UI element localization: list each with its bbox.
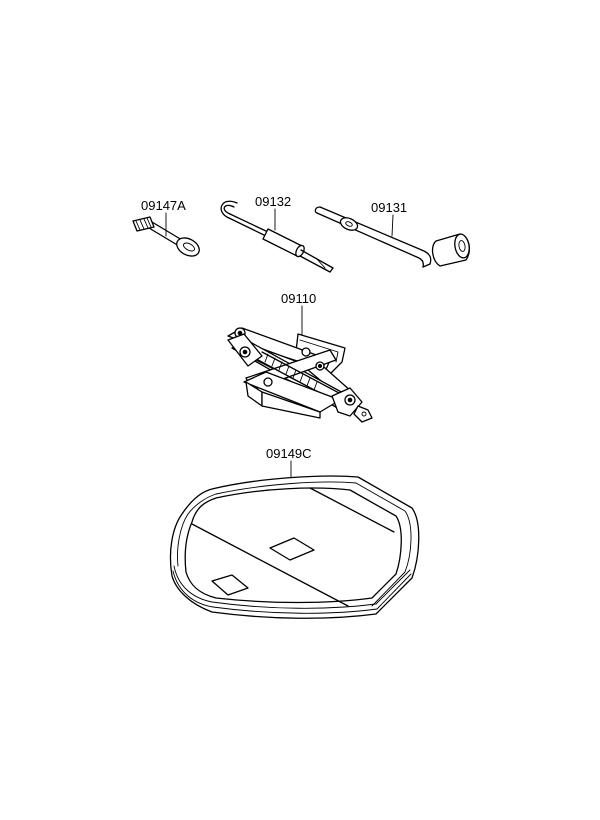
label-09147A: 09147A [141,198,186,213]
label-09110: 09110 [281,291,316,306]
part-tool-tray[interactable]: 09149C [169,446,420,619]
part-wheel-wrench[interactable]: 09131 [314,200,471,268]
label-09131: 09131 [371,200,407,215]
label-09149C: 09149C [266,446,312,461]
part-jack[interactable]: 09110 [227,291,373,423]
part-jack-handle[interactable]: 09132 [220,194,334,273]
part-towing-eye[interactable]: 09147A [132,198,202,260]
label-09132: 09132 [255,194,291,209]
